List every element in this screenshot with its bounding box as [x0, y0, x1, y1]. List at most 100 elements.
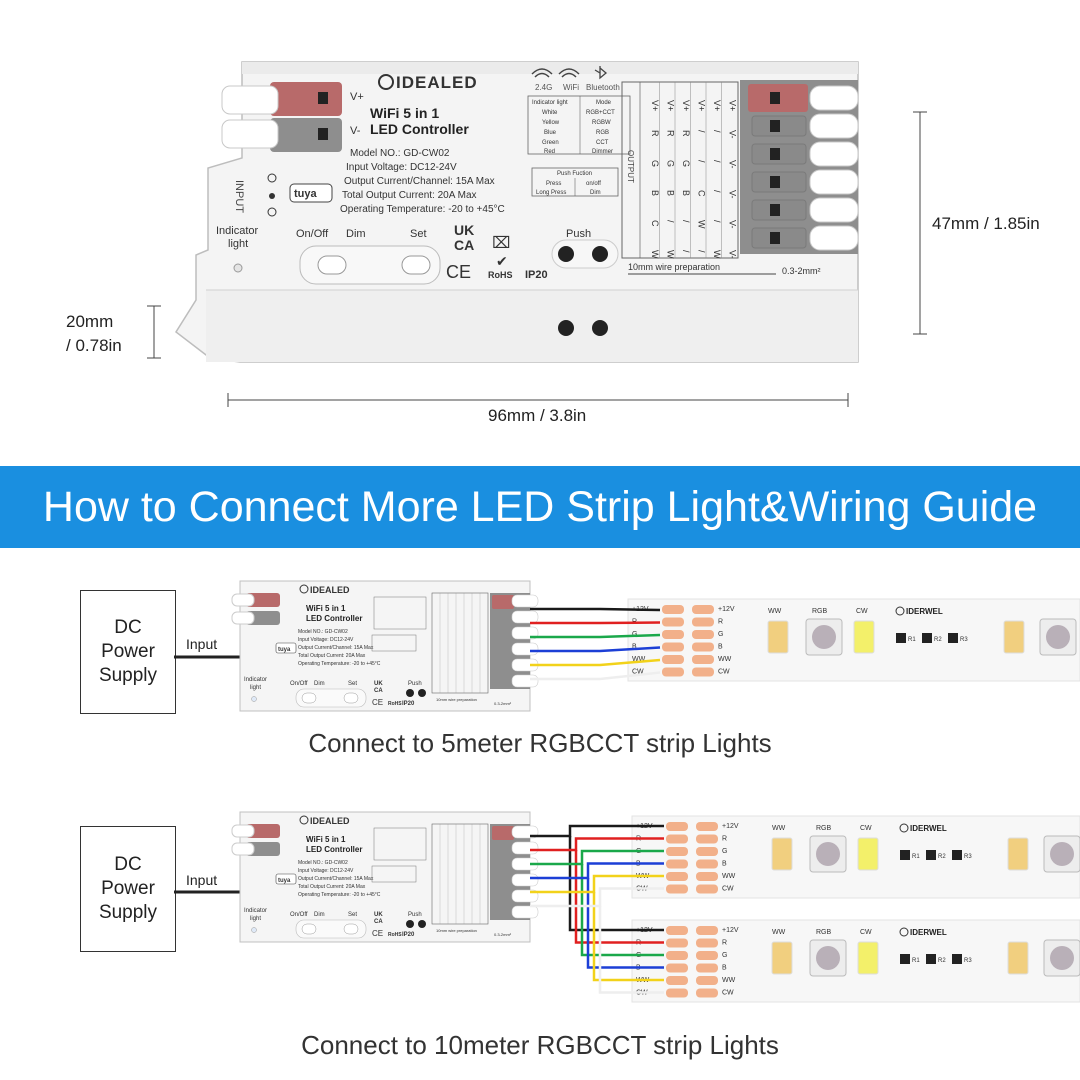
output-cell: W [712, 250, 722, 259]
svg-text:White: White [542, 110, 558, 116]
output-wire-strip-2 [568, 836, 664, 932]
svg-text:Indicator: Indicator [216, 225, 259, 237]
strip-pad-label: CW [722, 886, 734, 893]
strip-pad-label: CW [722, 990, 734, 997]
svg-text:RGB: RGB [812, 608, 828, 615]
output-wire [530, 658, 661, 667]
svg-text:UK: UK [374, 912, 383, 918]
svg-text:IDEALED: IDEALED [310, 585, 350, 595]
svg-text:Total Output Current: 20A Max: Total Output Current: 20A Max [298, 884, 366, 890]
banner-title: How to Connect More LED Strip Light&Wiri… [42, 483, 1038, 531]
output-wire [530, 607, 661, 612]
output-cell: / [712, 130, 722, 133]
svg-text:Input Voltage: DC12-24V: Input Voltage: DC12-24V [298, 637, 354, 643]
output-cell: / [681, 250, 691, 253]
strip-pad-label: B [722, 965, 727, 972]
output-wire [530, 671, 661, 681]
strip-pad-label: CW [718, 669, 730, 676]
strip-pad-label: R [722, 836, 727, 843]
tuya-badge: tuya [289, 183, 333, 203]
controller-title-1: WiFi 5 in 1 [370, 105, 439, 121]
strip-pad-label: WW [632, 656, 646, 663]
output-cell: G [666, 160, 676, 167]
dc-power-supply-2: DC Power Supply [80, 826, 176, 952]
output-wire-strip-2 [598, 906, 664, 994]
svg-text:10mm wire preparation: 10mm wire preparation [436, 697, 477, 702]
control-buttons: On/Off Dim Set [296, 228, 441, 285]
output-cell: / [697, 160, 707, 163]
controller-brand: IDEALED [396, 73, 478, 92]
controller-title-2: LED Controller [370, 121, 469, 137]
strip-pad-label: B [632, 644, 637, 651]
strip-pad-label: G [718, 631, 723, 638]
svg-text:CA: CA [374, 919, 383, 925]
svg-text:IDERWEL: IDERWEL [910, 824, 947, 833]
svg-text:Indicator: Indicator [244, 908, 267, 914]
svg-text:Set: Set [410, 228, 427, 240]
indicator-mode-table: Indicator light Mode White RGB+CCT Yello… [527, 95, 631, 155]
controller-input-voltage: Input Voltage: DC12-24V [346, 162, 457, 173]
svg-text:R2: R2 [934, 637, 942, 643]
svg-text:RoHS: RoHS [388, 932, 402, 938]
svg-text:Total Output Current: 20A Max: Total Output Current: 20A Max [298, 653, 366, 659]
output-wiring-table: OUTPUT V+RGBCWV+RGB/WV+RGB//V+//CW/V+///… [621, 81, 821, 276]
strip-pad-label: R [722, 940, 727, 947]
svg-text:IDERWEL: IDERWEL [906, 607, 943, 616]
svg-text:Yellow: Yellow [542, 120, 560, 126]
caption-10m: Connect to 10meter RGBCCT strip Lights [301, 1030, 779, 1060]
output-wire-strip-2 [574, 850, 664, 944]
output-wire-strip-1 [530, 862, 664, 880]
svg-text:On/Off: On/Off [290, 912, 308, 918]
depth-dimension-label-1: 20mm [66, 312, 114, 331]
svg-text:Dim: Dim [314, 912, 325, 918]
svg-text:WW: WW [772, 825, 786, 832]
svg-text:on/off: on/off [586, 181, 601, 187]
svg-text:Mode: Mode [596, 100, 612, 106]
controller-total-current: Total Output Current: 20A Max [342, 190, 477, 201]
svg-text:CE: CE [372, 698, 383, 707]
svg-text:RGB: RGB [596, 130, 609, 136]
svg-text:RGB: RGB [816, 825, 832, 832]
svg-text:LED Controller: LED Controller [306, 845, 362, 854]
svg-text:Push: Push [408, 681, 422, 687]
svg-text:CW: CW [860, 929, 872, 936]
svg-text:Output Current/Channel: 15A Ma: Output Current/Channel: 15A Max [298, 645, 374, 651]
output-cell: G [650, 160, 660, 167]
svg-text:R3: R3 [964, 854, 972, 860]
strip-pad-label: G [722, 848, 727, 855]
input-label-1: Input [186, 636, 218, 652]
svg-text:CW: CW [856, 608, 868, 615]
input-terminals: V+ V- [221, 82, 364, 152]
svg-text:CCT: CCT [596, 140, 609, 146]
svg-text:IDERWEL: IDERWEL [910, 928, 947, 937]
dim-button[interactable] [317, 255, 347, 275]
svg-text:R2: R2 [938, 854, 946, 860]
strip-pad-label: G [722, 952, 727, 959]
input-label-2: Input [186, 872, 218, 888]
svg-text:V-: V- [350, 125, 361, 137]
svg-text:INPUT: INPUT [233, 180, 245, 213]
set-button[interactable] [401, 255, 431, 275]
svg-text:tuya: tuya [278, 647, 291, 653]
output-cell: B [681, 190, 691, 196]
svg-text:Push: Push [408, 912, 422, 918]
output-wire-strip-2 [580, 864, 664, 957]
svg-text:CA: CA [374, 688, 383, 694]
svg-text:V+: V+ [350, 91, 364, 103]
output-cell: V- [728, 190, 738, 199]
height-dimension-label: 47mm / 1.85in [932, 214, 1040, 233]
svg-text:Green: Green [542, 140, 559, 146]
output-terminals [740, 80, 859, 254]
controller-output-current: Output Current/Channel: 15A Max [344, 176, 495, 187]
controller-product-view: V+ V- IDEALED 2.4G WiFi Bluetooth WiFi 5… [147, 61, 927, 407]
svg-text:0.3-2mm²: 0.3-2mm² [494, 701, 512, 706]
dc-power-supply-1: DC Power Supply [80, 590, 176, 714]
svg-text:Push Fuction: Push Fuction [557, 171, 592, 177]
output-wire [530, 646, 661, 653]
push-buttons: Push [551, 228, 619, 336]
output-cell: W [697, 220, 707, 229]
svg-text:RoHS: RoHS [488, 270, 513, 280]
svg-text:10mm wire preparation: 10mm wire preparation [628, 262, 720, 272]
